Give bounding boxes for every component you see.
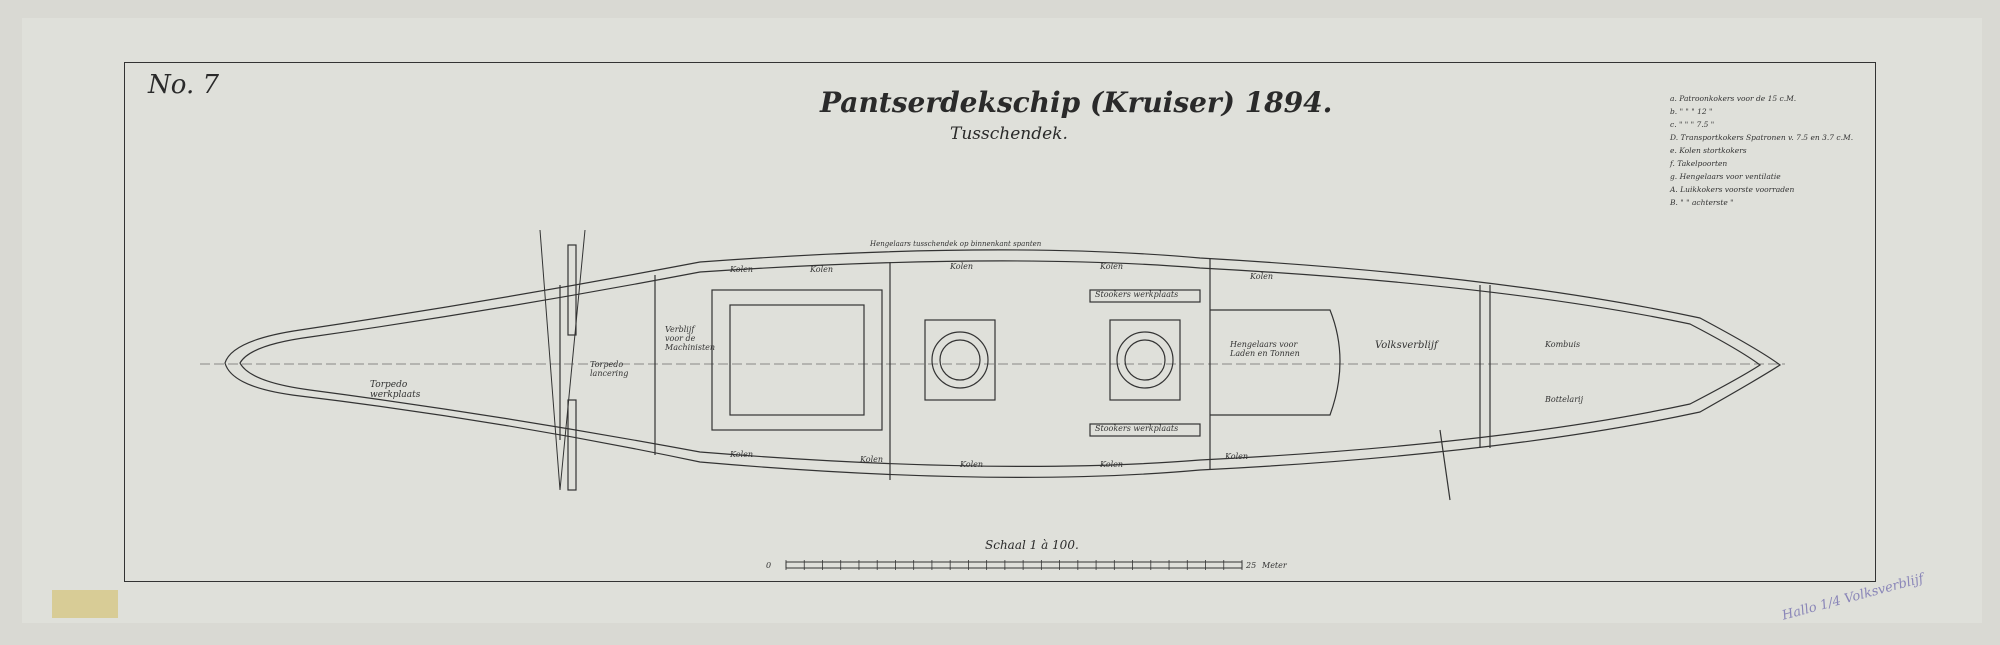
legend-item: b. " " " 12 " bbox=[1670, 107, 1713, 116]
sheet-number: No. 7 bbox=[148, 70, 220, 100]
scale-bar bbox=[785, 560, 1243, 570]
label-stokers: Stookers werkplaats bbox=[1095, 424, 1179, 433]
label-torpedo-workshop: Torpedo werkplaats bbox=[370, 380, 421, 400]
hull-outline bbox=[224, 249, 1782, 478]
funnel-aft bbox=[1109, 319, 1181, 401]
archive-stamp bbox=[52, 590, 118, 618]
label-coal: Kolen bbox=[810, 265, 834, 274]
label-kombuis: Kombuis bbox=[1545, 340, 1581, 349]
label-top-note: Hengelaars tusschendek op binnenkant spa… bbox=[870, 240, 1042, 248]
label-coal: Kolen bbox=[1225, 452, 1249, 461]
label-hengelaars: Hengelaars voor Laden en Tonnen bbox=[1230, 340, 1300, 358]
legend: a. Patroonkokers voor de 15 c.M. b. " " … bbox=[1670, 92, 1853, 209]
label-coal: Kolen bbox=[1250, 272, 1274, 281]
label-bottelarij: Bottelarij bbox=[1545, 395, 1584, 404]
legend-item: g. Hengelaars voor ventilatie bbox=[1670, 172, 1781, 181]
label-coal: Kolen bbox=[960, 460, 984, 469]
torpedo-tube-top bbox=[567, 244, 577, 336]
legend-item: D. Transportkokers Spatronen v. 7.5 en 3… bbox=[1670, 133, 1854, 142]
drawing-frame bbox=[124, 62, 1876, 582]
torpedo-tube-bottom bbox=[567, 399, 577, 491]
label-coal: Kolen bbox=[730, 265, 754, 274]
scale-unit: Meter bbox=[1262, 561, 1287, 570]
scale-label: Schaal 1 à 100. bbox=[985, 538, 1079, 552]
legend-item: c. " " " 7.5 " bbox=[1670, 120, 1715, 129]
label-coal: Kolen bbox=[860, 455, 884, 464]
legend-item: f. Takelpoorten bbox=[1670, 159, 1728, 168]
crew-quarters-outline bbox=[1210, 309, 1341, 416]
label-machinists: Verblijf voor de Machinisten bbox=[665, 325, 716, 352]
funnel-fore bbox=[924, 319, 996, 401]
inner-hull bbox=[239, 260, 1762, 467]
drawing-title: Pantserdekschip (Kruiser) 1894. bbox=[820, 86, 1333, 119]
legend-item: B. " " achterste " bbox=[1670, 198, 1734, 207]
label-coal: Kolen bbox=[730, 450, 754, 459]
label-coal: Kolen bbox=[1100, 460, 1124, 469]
label-coal: Kolen bbox=[1100, 262, 1124, 271]
machinery-hatch bbox=[711, 289, 883, 431]
label-stokers: Stookers werkplaats bbox=[1095, 290, 1179, 299]
legend-item: e. Kolen stortkokers bbox=[1670, 146, 1747, 155]
legend-item: a. Patroonkokers voor de 15 c.M. bbox=[1670, 94, 1797, 103]
drawing-subtitle: Tusschendek. bbox=[950, 124, 1068, 144]
drawing-sheet bbox=[22, 18, 1982, 623]
label-coal: Kolen bbox=[950, 262, 974, 271]
scale-start: 0 bbox=[766, 561, 772, 570]
legend-item: A. Luikkokers voorste voorraden bbox=[1670, 185, 1795, 194]
scale-end: 25 bbox=[1246, 561, 1257, 570]
label-torpedo-room: Torpedo lancering bbox=[590, 360, 629, 378]
label-crew-quarters: Volksverblijf bbox=[1375, 340, 1438, 351]
